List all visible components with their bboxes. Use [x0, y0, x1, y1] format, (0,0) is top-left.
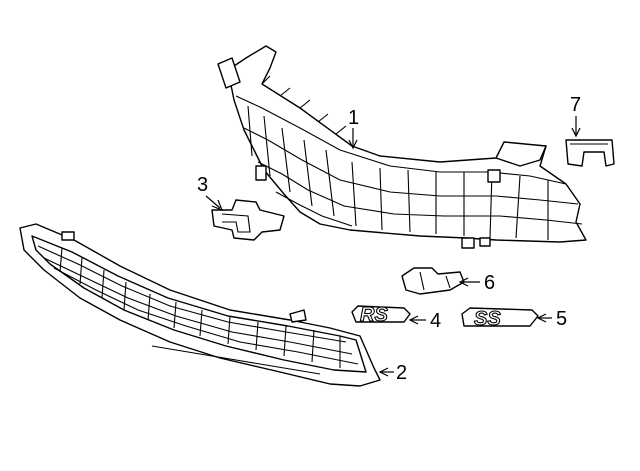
leader-3 — [205, 195, 221, 209]
callout-2: 2 — [396, 362, 407, 384]
badge-bracket — [401, 267, 465, 295]
callout-1: 1 — [348, 107, 359, 129]
callout-7: 7 — [570, 94, 581, 116]
callout-5: 5 — [556, 308, 567, 330]
callout-4: 4 — [430, 310, 441, 332]
arrow-6 — [458, 277, 469, 287]
rs-badge-text: RS — [360, 304, 388, 326]
lower-grille — [19, 223, 381, 387]
rs-badge: RS — [351, 303, 411, 327]
arrow-3 — [211, 199, 224, 212]
ss-badge-text: SS — [474, 308, 501, 330]
arrow-7 — [571, 127, 581, 138]
ss-badge: SS — [461, 307, 539, 331]
arrow-4 — [408, 315, 419, 325]
grille-clip — [565, 139, 615, 167]
emblem — [211, 199, 285, 241]
callout-3: 3 — [197, 174, 208, 196]
arrow-5 — [536, 313, 547, 323]
callout-6: 6 — [484, 272, 495, 294]
callout-numbers: 1 2 3 4 5 6 7 — [197, 94, 581, 384]
arrow-2 — [378, 367, 389, 377]
arrow-1 — [348, 139, 358, 150]
upper-grille — [217, 45, 587, 249]
callout-leaders — [205, 116, 581, 377]
